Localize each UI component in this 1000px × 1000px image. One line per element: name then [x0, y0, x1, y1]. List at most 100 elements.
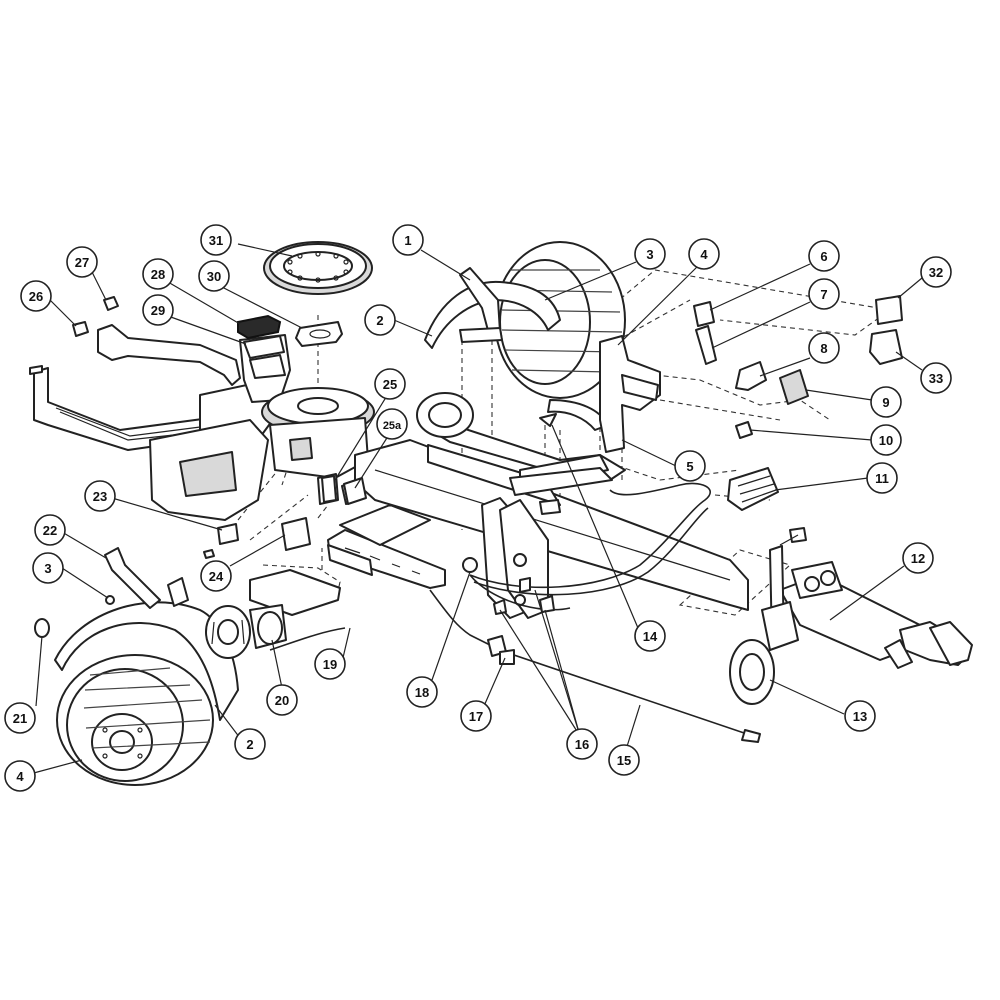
- callout-30: 30: [198, 260, 230, 292]
- svg-text:7: 7: [820, 287, 827, 302]
- bolt-23: [203, 549, 215, 559]
- svg-text:19: 19: [323, 657, 337, 672]
- cap-27: [103, 296, 119, 311]
- svg-text:2: 2: [376, 313, 383, 328]
- callout-27: 27: [66, 246, 98, 278]
- leader-lines: [29, 243, 923, 775]
- callout-3: 3: [634, 238, 666, 270]
- svg-text:17: 17: [469, 709, 483, 724]
- svg-text:8: 8: [820, 341, 827, 356]
- svg-text:18: 18: [415, 685, 429, 700]
- turntable-gear-ring: [263, 241, 373, 295]
- svg-text:31: 31: [209, 233, 223, 248]
- svg-text:20: 20: [275, 693, 289, 708]
- svg-text:3: 3: [646, 247, 653, 262]
- small-hardware-center: [203, 413, 561, 615]
- svg-text:30: 30: [207, 269, 221, 284]
- callout-15: 15: [608, 744, 640, 776]
- callout-32: 32: [920, 256, 952, 288]
- callout-4: 4: [4, 760, 36, 792]
- callout-26: 26: [20, 280, 52, 312]
- svg-text:3: 3: [44, 561, 51, 576]
- svg-text:14: 14: [643, 629, 658, 644]
- small-hardware-top-left: [29, 296, 285, 375]
- callout-7: 7: [808, 278, 840, 310]
- svg-text:27: 27: [75, 255, 89, 270]
- callout-4: 4: [688, 238, 720, 270]
- connector-6: [693, 301, 715, 327]
- svg-text:21: 21: [13, 711, 27, 726]
- callout-16: 16: [566, 728, 598, 760]
- svg-text:2: 2: [246, 737, 253, 752]
- terminal-block-11: [727, 467, 779, 511]
- svg-text:25a: 25a: [383, 420, 402, 432]
- mark-left: [29, 365, 43, 375]
- svg-text:15: 15: [617, 753, 631, 768]
- callout-12: 12: [902, 542, 934, 574]
- callout-6: 6: [808, 240, 840, 272]
- callout-17: 17: [460, 700, 492, 732]
- svg-text:10: 10: [879, 433, 893, 448]
- jockey-wheel: [729, 527, 807, 705]
- svg-text:5: 5: [686, 459, 693, 474]
- svg-text:29: 29: [151, 303, 165, 318]
- front-wheel-assembly: [34, 547, 239, 786]
- pad-28: [237, 314, 282, 340]
- callout-5: 5: [674, 450, 706, 482]
- washer-21: [34, 618, 50, 638]
- bushing-30: [295, 321, 343, 347]
- switch-7: [695, 325, 717, 365]
- svg-text:26: 26: [29, 289, 43, 304]
- bracket-29: [243, 335, 285, 359]
- svg-text:4: 4: [16, 769, 24, 784]
- callout-24: 24: [200, 560, 232, 592]
- axle-hub-assembly: [205, 569, 341, 659]
- callout-1: 1: [392, 224, 424, 256]
- plate-23: [217, 523, 239, 545]
- svg-text:22: 22: [43, 523, 57, 538]
- callout-18: 18: [406, 676, 438, 708]
- svg-text:11: 11: [875, 471, 889, 486]
- brake-cables: [269, 589, 761, 743]
- callout-3: 3: [32, 552, 64, 584]
- box-32: [875, 295, 903, 325]
- svg-text:25: 25: [383, 377, 397, 392]
- fender-bracket-5: [599, 335, 661, 453]
- triangle-14: [539, 413, 557, 427]
- svg-text:13: 13: [853, 709, 867, 724]
- callout-19: 19: [314, 648, 346, 680]
- svg-text:12: 12: [911, 551, 925, 566]
- callout-11: 11: [866, 462, 898, 494]
- callout-31: 31: [200, 224, 232, 256]
- callout-28: 28: [142, 258, 174, 290]
- callout-25a: 25a: [376, 408, 408, 440]
- svg-text:28: 28: [151, 267, 165, 282]
- callout-29: 29: [142, 294, 174, 326]
- svg-text:23: 23: [93, 489, 107, 504]
- clip-10: [735, 421, 753, 439]
- callout-10: 10: [870, 424, 902, 456]
- svg-text:33: 33: [929, 371, 943, 386]
- callout-14: 14: [634, 620, 666, 652]
- svg-text:4: 4: [700, 247, 708, 262]
- bolt-16b: [539, 595, 555, 613]
- rear-hub: [416, 392, 474, 438]
- callout-9: 9: [870, 386, 902, 418]
- callout-13: 13: [844, 700, 876, 732]
- callout-33: 33: [920, 362, 952, 394]
- callout-2: 2: [234, 728, 266, 760]
- svg-text:6: 6: [820, 249, 827, 264]
- svg-text:32: 32: [929, 265, 943, 280]
- nut-18: [462, 557, 478, 573]
- svg-text:9: 9: [882, 395, 889, 410]
- bolt-16a: [493, 599, 507, 615]
- svg-text:1: 1: [404, 233, 411, 248]
- callout-21: 21: [4, 702, 36, 734]
- main-frame: [327, 423, 973, 669]
- callout-22: 22: [34, 514, 66, 546]
- callout-25: 25: [374, 368, 406, 400]
- svg-text:24: 24: [209, 569, 224, 584]
- bolt-26: [72, 321, 89, 337]
- callout-20: 20: [266, 684, 298, 716]
